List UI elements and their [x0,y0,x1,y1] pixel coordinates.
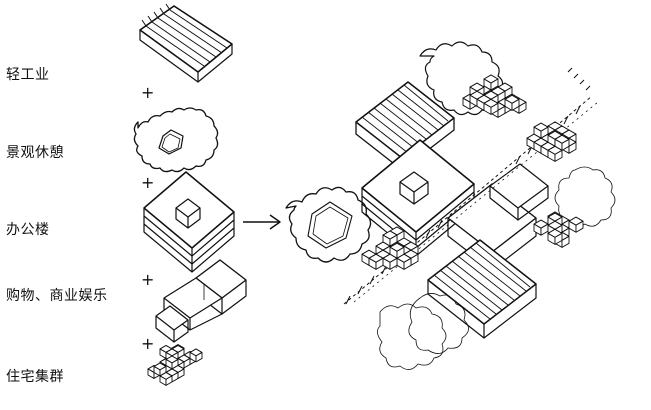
plus-sign: + [141,173,155,192]
cube [569,142,576,153]
label-shopping-commercial: 购物、商业娱乐 [6,288,108,304]
composite-site-plan [286,42,615,370]
cube [166,376,172,385]
cube [562,236,569,247]
label-office-building: 办公楼 [6,222,50,238]
cube [555,233,562,244]
cube [491,103,498,114]
residential-cluster-icon [148,345,202,386]
plus-sign: + [141,334,155,353]
cube [390,258,397,269]
cube [498,106,505,117]
cube [555,150,562,161]
label-light-industry: 轻工业 [6,67,50,83]
cube [196,352,202,361]
shopping-commercial-icon [156,260,246,342]
plus-sign: + [141,83,155,102]
landscape-leisure-icon [134,108,217,172]
residential-clusters [362,75,583,269]
office-building-icon [144,172,234,272]
cube [404,258,411,269]
label-landscape-leisure: 景观休憩 [6,145,64,161]
light-industry-icon [140,4,232,82]
plus-sign: + [141,270,155,289]
arrow-right-icon [243,215,280,229]
label-residential-cluster: 住宅集群 [6,369,64,385]
cube [519,102,526,113]
cube [576,221,583,232]
cube [376,258,383,269]
cube [562,139,569,150]
cube [512,99,519,110]
